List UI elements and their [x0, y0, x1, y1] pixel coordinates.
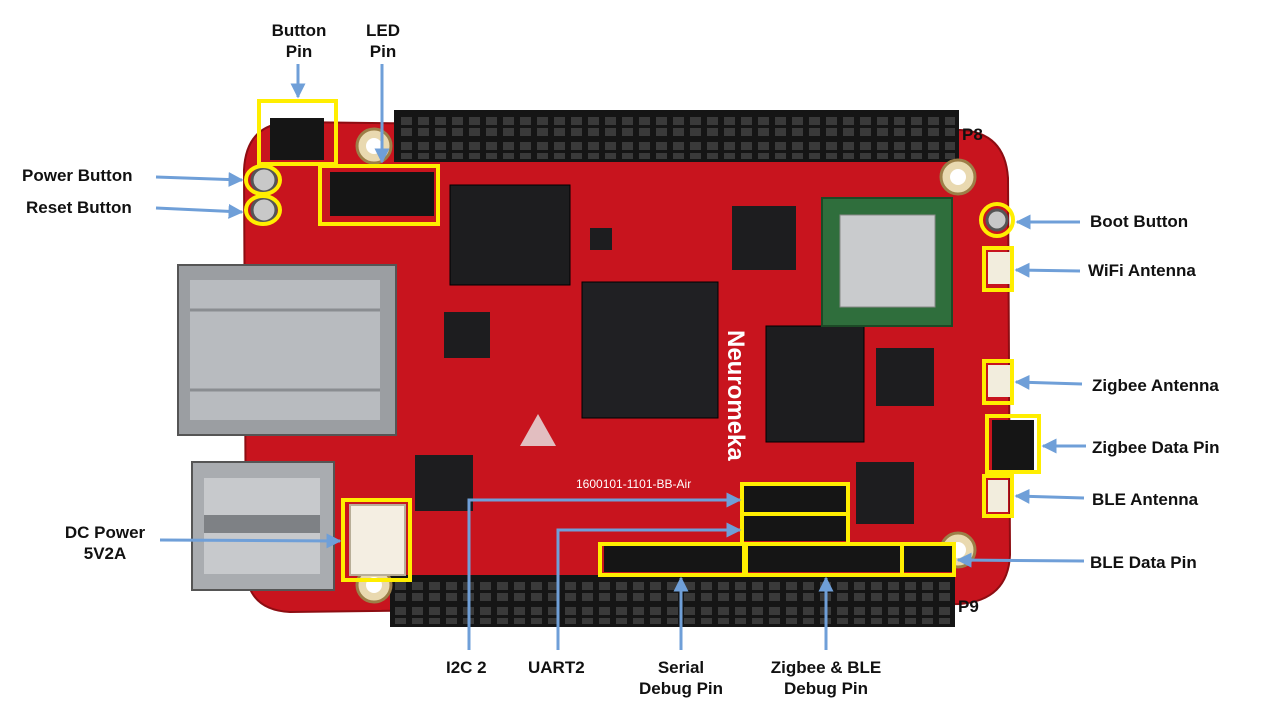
label-dc-power: DC Power 5V2A	[64, 523, 146, 563]
highlight-boot-button	[979, 202, 1015, 238]
arrow-power-button	[155, 172, 244, 188]
label-boot-button: Boot Button	[1090, 212, 1189, 231]
arrow-reset-button	[155, 203, 244, 219]
highlight-reset-button	[244, 194, 282, 226]
highlight-zigbee-data-pin	[985, 414, 1041, 474]
highlight-zigbee-antenna	[982, 359, 1014, 405]
label-uart2: UART2	[528, 658, 585, 677]
highlight-dc-power	[341, 498, 412, 582]
highlight-ble-data-pin	[900, 542, 956, 577]
label-i2c2: I2C 2	[446, 658, 487, 677]
label-p8: P8	[962, 125, 983, 144]
label-reset-button: Reset Button	[26, 198, 132, 217]
label-ble-data-pin: BLE Data Pin	[1090, 553, 1197, 572]
debug-header	[604, 544, 952, 572]
arrow-i2c2	[467, 492, 742, 650]
arrow-ble-data-pin	[956, 552, 1085, 568]
boot-button-graphic	[985, 208, 1009, 232]
arrow-wifi-antenna	[1014, 262, 1081, 278]
label-led-pin: LED Pin	[366, 21, 400, 61]
label-wifi-antenna: WiFi Antenna	[1088, 261, 1196, 280]
highlight-led-pin	[318, 164, 440, 226]
memory-chip-1	[449, 184, 571, 286]
label-p9: P9	[958, 597, 979, 616]
label-serial-debug-pin: Serial Debug Pin	[638, 658, 724, 698]
label-ble-antenna: BLE Antenna	[1092, 490, 1199, 509]
highlight-button-pin	[257, 99, 338, 166]
board-part-number: 1600101-1101-BB-Air	[576, 477, 691, 491]
dc-connector	[349, 504, 406, 576]
memory-chip-2	[765, 325, 865, 443]
label-button-pin: Button Pin	[271, 21, 327, 61]
main-processor	[581, 281, 719, 419]
label-power-button: Power Button	[22, 166, 133, 185]
highlight-wifi-antenna	[982, 246, 1014, 292]
highlight-ble-antenna	[982, 474, 1014, 518]
uart-header	[744, 515, 846, 541]
i2c-header	[744, 486, 846, 512]
button-pin-header	[270, 118, 324, 160]
arrow-ble-antenna	[1014, 488, 1085, 504]
board-logo-text: Neuromeka	[722, 330, 749, 461]
label-zigbee-ble-debug-pin: Zigbee & BLE Debug Pin	[770, 658, 882, 698]
arrow-dc-power	[159, 533, 342, 549]
label-zigbee-data-pin: Zigbee Data Pin	[1092, 438, 1220, 457]
label-zigbee-antenna: Zigbee Antenna	[1092, 376, 1219, 395]
arrow-uart2	[556, 522, 742, 650]
led-pin-header	[330, 172, 434, 216]
arrow-zigbee-antenna	[1014, 374, 1083, 390]
